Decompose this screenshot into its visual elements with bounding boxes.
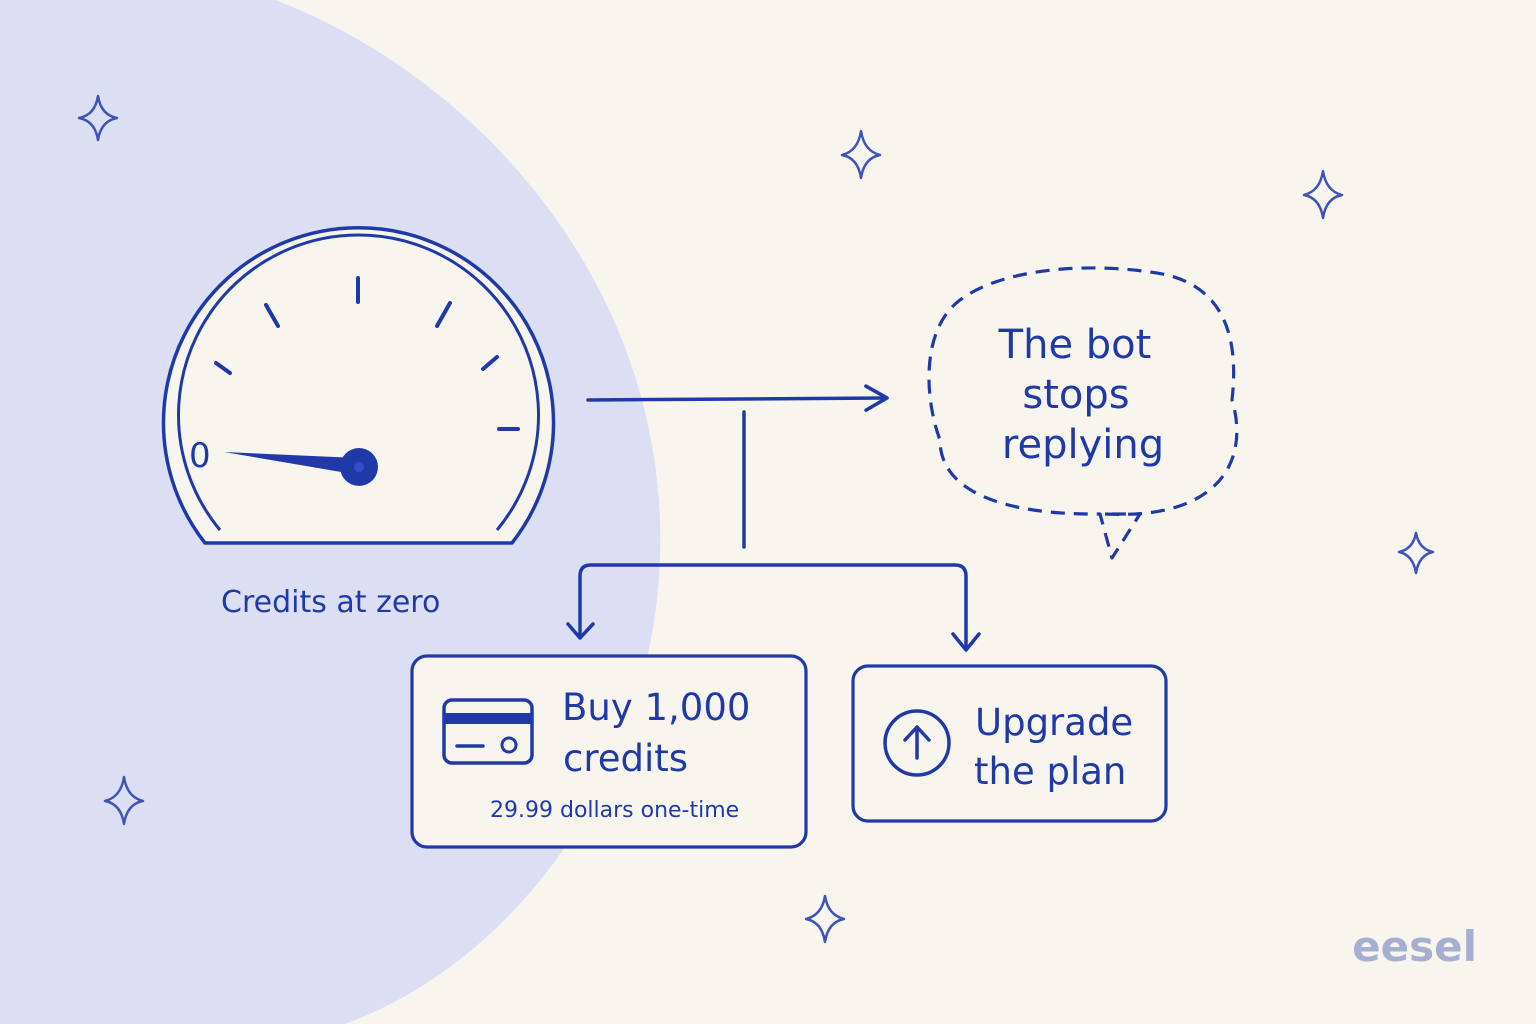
buy-credits-title-line-1: Buy 1,000 [562, 686, 750, 729]
arrow-up-circle-icon [883, 709, 951, 777]
buy-credits-title-line-2: credits [563, 737, 688, 780]
bubble-line-1: The bot [998, 322, 1152, 368]
gauge-needle [224, 452, 357, 474]
flow-connectors [566, 384, 981, 652]
arrowhead-down-icon [951, 632, 981, 652]
upgrade-plan-option: Upgrade the plan [851, 664, 1168, 823]
branch-connector [578, 563, 968, 650]
sparkle-icon [804, 894, 846, 944]
arrow-to-bubble [586, 384, 889, 412]
gauge-tick [435, 301, 452, 328]
gauge-hub-center [354, 462, 364, 472]
gauge-tick [214, 361, 232, 375]
sparkle-icon [77, 94, 119, 142]
credit-card-icon [442, 698, 534, 765]
buy-credits-option: Buy 1,000 credits 29.99 dollars one-time [410, 654, 808, 849]
buy-credits-box [410, 654, 808, 849]
gauge-zero-label: 0 [189, 436, 211, 476]
gauge-caption: Credits at zero [221, 585, 440, 620]
arrowhead-down-icon [566, 622, 595, 640]
sparkle-icon [1302, 169, 1344, 220]
bubble-line-2: stops [1022, 372, 1129, 418]
gauge-outer-arc [161, 226, 556, 545]
upgrade-plan-title-line-1: Upgrade [975, 701, 1133, 744]
upgrade-plan-title-line-2: the plan [974, 750, 1126, 793]
sparkle-icon [1397, 531, 1435, 575]
upgrade-plan-box [851, 664, 1168, 823]
brand-logo: eesel [1352, 922, 1477, 971]
bubble-line-3: replying [1002, 422, 1164, 468]
gauge-tick [481, 355, 499, 371]
sparkle-icon [103, 775, 145, 826]
sparkle-icon [840, 129, 882, 180]
gauge-ticks [214, 276, 520, 431]
sparkle-icon-group [77, 94, 1435, 944]
buy-credits-price: 29.99 dollars one-time [490, 798, 739, 823]
speech-bubble [927, 266, 1239, 560]
credit-gauge: 0 [161, 226, 556, 545]
gauge-tick [264, 303, 280, 328]
gauge-inner-arc [177, 233, 540, 531]
